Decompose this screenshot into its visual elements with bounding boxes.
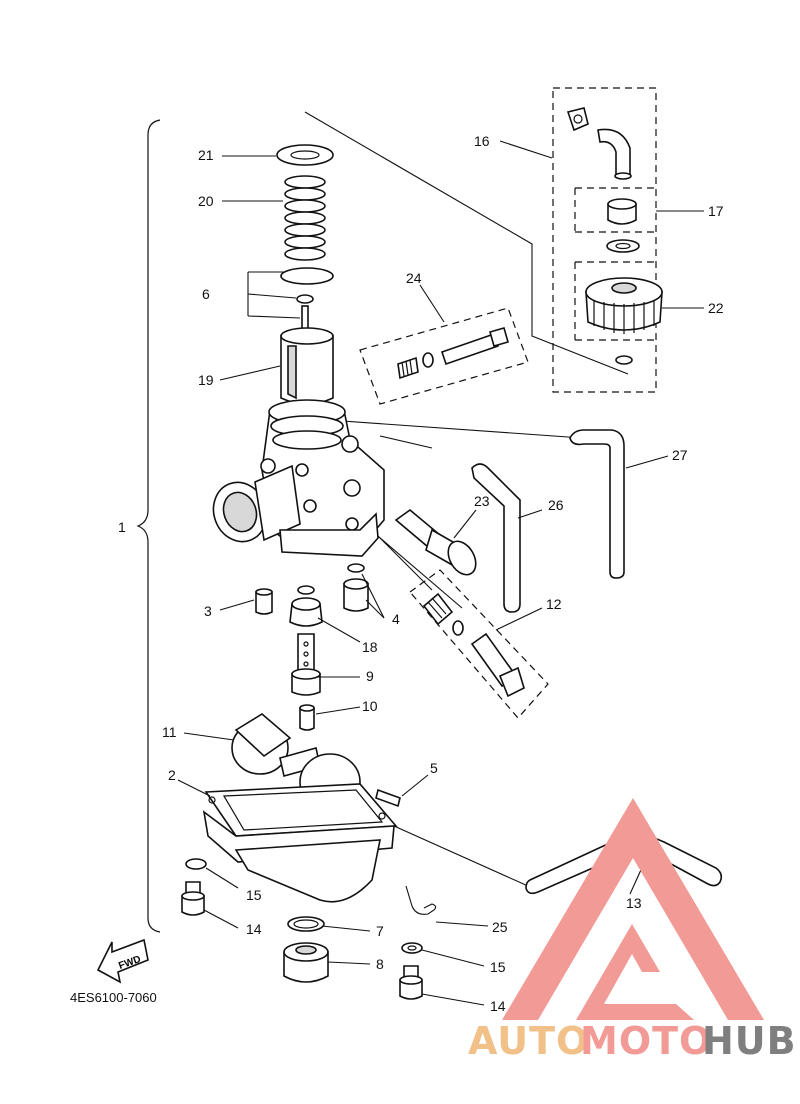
group-box-24 — [359, 307, 529, 405]
callout-21: 21 — [198, 147, 214, 163]
callout-26: 26 — [548, 497, 564, 513]
callout-12: 12 — [546, 596, 562, 612]
part-15-washer-right — [401, 942, 423, 954]
part-26-hose — [471, 463, 521, 613]
callout-1: 1 — [118, 519, 126, 535]
jet-needle — [301, 305, 309, 331]
callout-16: 16 — [474, 133, 490, 149]
part-5-pin — [375, 788, 401, 808]
part-15-washer-left — [185, 858, 207, 870]
logo-text-hub: HUB — [702, 1019, 797, 1063]
callout-6: 6 — [202, 286, 210, 302]
part-4-screw — [343, 563, 369, 612]
automotohub-logo: AUTO MOTO HUB — [468, 798, 797, 1063]
callout-24: 24 — [406, 270, 422, 286]
part-12-screw — [422, 592, 525, 698]
callout-20: 20 — [198, 193, 214, 209]
part-20-spring — [284, 175, 326, 261]
callout-19: 19 — [198, 372, 214, 388]
callout-3: 3 — [204, 603, 212, 619]
part-19-throttle-valve — [280, 327, 334, 405]
callout-14-right: 14 — [490, 998, 506, 1014]
callout-14-left: 14 — [246, 921, 262, 937]
part-9-emulsion-tube — [291, 633, 321, 696]
logo-text-auto: AUTO — [468, 1019, 589, 1063]
callout-13: 13 — [626, 895, 642, 911]
callout-17: 17 — [708, 203, 724, 219]
callout-5: 5 — [430, 760, 438, 776]
callout-18: 18 — [362, 639, 378, 655]
logo-text-moto: MOTO — [580, 1019, 712, 1063]
callout-25: 25 — [492, 919, 508, 935]
callout-11: 11 — [162, 724, 177, 740]
diagram-code: 4ES6100-7060 — [70, 990, 157, 1005]
callout-2: 2 — [168, 767, 176, 783]
callout-15-right: 15 — [490, 959, 506, 975]
small-clip — [615, 355, 633, 365]
callout-22: 22 — [708, 300, 724, 316]
callout-27: 27 — [672, 447, 688, 463]
callout-7: 7 — [376, 923, 384, 939]
assembly-brace — [136, 119, 161, 933]
part-6-plate — [280, 267, 334, 285]
callout-4: 4 — [392, 611, 400, 627]
part-16-elbow-fitting — [566, 107, 632, 180]
part-14-bolt-left — [181, 881, 205, 916]
fwd-arrow-icon: FWD — [96, 938, 149, 984]
part-13-hose — [525, 835, 723, 895]
logo-triangle-mark — [502, 798, 764, 1020]
part-8-drain-plug — [283, 942, 329, 983]
part-23-plunger — [394, 508, 477, 576]
part-27-hose — [569, 429, 625, 579]
part-21-ring — [276, 144, 334, 166]
part-24-screw-set — [397, 327, 509, 380]
callout-10: 10 — [362, 698, 378, 714]
part-2-float-bowl — [202, 783, 398, 903]
part-22-cap — [585, 277, 663, 334]
part-7-gasket — [287, 916, 325, 932]
callout-8: 8 — [376, 956, 384, 972]
part-17-cap — [606, 198, 640, 253]
callout-15-left: 15 — [246, 887, 262, 903]
carburetor-body — [212, 399, 385, 557]
group-box-12 — [409, 569, 549, 719]
part-18-jet-holder — [289, 585, 323, 627]
callout-23: 23 — [474, 493, 490, 509]
part-14-bolt-right — [399, 965, 423, 1000]
part-25-clip — [405, 885, 437, 915]
callout-9: 9 — [366, 668, 374, 684]
part-3-jet — [255, 591, 273, 615]
part-10-main-jet — [299, 707, 315, 731]
